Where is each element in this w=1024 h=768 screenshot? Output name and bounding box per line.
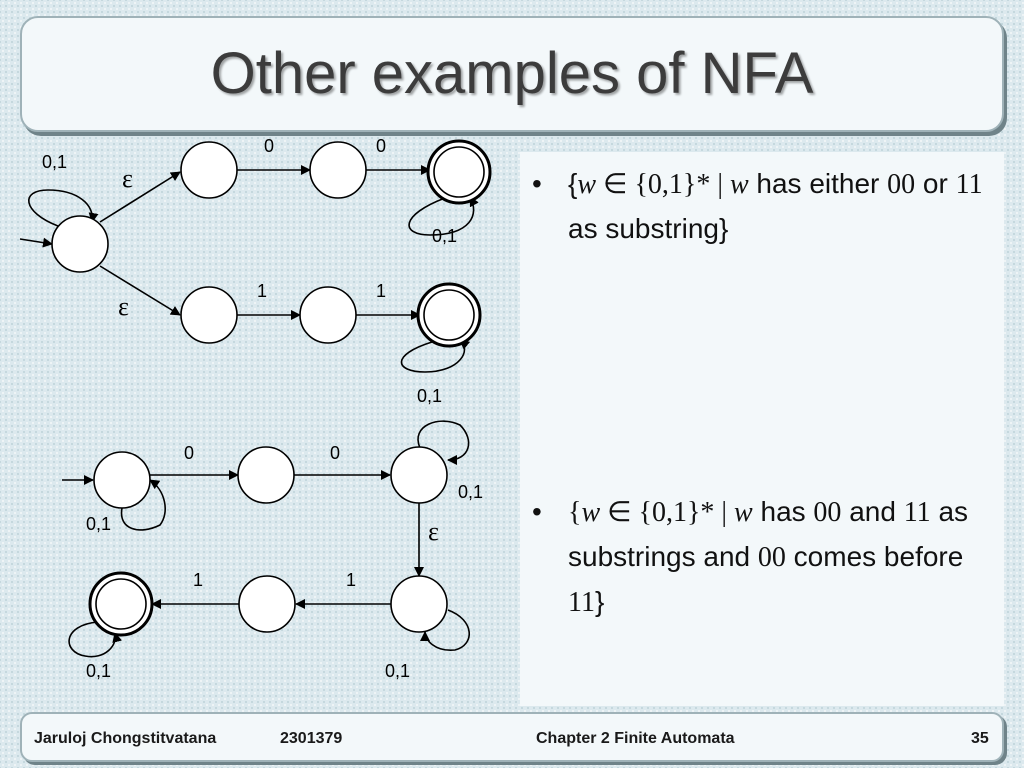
footer: Jaruloj Chongstitvatana 2301379 Chapter … [20,712,1004,762]
label-loop-bot-final: 0,1 [417,386,442,406]
start-arrow [19,237,53,248]
state-top-1 [180,141,238,199]
state-d6-final-inner [95,578,147,630]
label-d5-d6: 1 [193,570,203,590]
self-loop [28,189,99,227]
nfa-diagram-1 [19,139,492,373]
nfa-diagram-2 [62,420,470,658]
footer-chapter: Chapter 2 Finite Automata [536,730,735,747]
label-bot-a: 1 [257,281,267,301]
bullet-dot: • [532,168,542,199]
state-bot-final [416,282,482,348]
label-loop-d4: 0,1 [385,661,410,681]
state-bot-final-inner [423,289,475,341]
bullet-1-text: {w ∈ {0,1}* | w has either 00 or 11 as s… [568,168,983,244]
bullet-2-text: {w ∈ {0,1}* | w has 00 and 11 as substri… [568,496,969,618]
label-d3-d4: ε [428,517,439,546]
label-loop-d3: 0,1 [458,482,483,502]
label-loop-start: 0,1 [42,152,67,172]
footer-course: 2301379 [280,730,343,747]
self-loop [120,479,166,531]
bullet-dot: • [532,496,542,527]
footer-page-number: 35 [971,730,989,747]
state-d6-final [88,571,154,637]
transition-eps-top [99,171,181,223]
self-loop [68,621,123,658]
label-d4-d5: 1 [346,570,356,590]
label-top-a: 0 [264,136,274,156]
label-eps-bottom: ε [118,292,129,321]
transition-eps-bottom [99,265,181,316]
label-loop-d6: 0,1 [86,661,111,681]
state-bot-2 [299,286,357,344]
state-d4 [390,575,448,633]
state-top-final [426,139,492,205]
label-bot-b: 1 [376,281,386,301]
state-d3 [390,446,448,504]
slide-title: Other examples of NFA [210,41,814,106]
label-d1-d2: 0 [184,443,194,463]
label-loop-top-final: 0,1 [432,226,457,246]
label-top-b: 0 [376,136,386,156]
state-d2 [237,446,295,504]
self-loop [408,196,479,236]
nfa-diagram-2-labels: 0,1 0 0 0,1 ε 1 1 0,1 0,1 [86,443,483,681]
state-start [51,215,109,273]
nfa-diagram-1-labels: 0,1 ε ε 0 0 0,1 1 1 0,1 [42,136,457,406]
label-eps-top: ε [122,164,133,193]
title-box: Other examples of NFA [20,16,1004,132]
state-top-2 [309,141,367,199]
footer-author: Jaruloj Chongstitvatana [34,730,217,747]
text-panel: • {w ∈ {0,1}* | w has either 00 or 11 as… [520,152,1004,706]
state-d5 [238,575,296,633]
state-top-final-inner [433,146,485,198]
state-bot-1 [180,286,238,344]
self-loop [417,420,470,465]
self-loop [400,339,471,373]
self-loop [420,609,470,651]
label-loop-d1: 0,1 [86,514,111,534]
state-d1 [93,451,151,509]
label-d2-d3: 0 [330,443,340,463]
